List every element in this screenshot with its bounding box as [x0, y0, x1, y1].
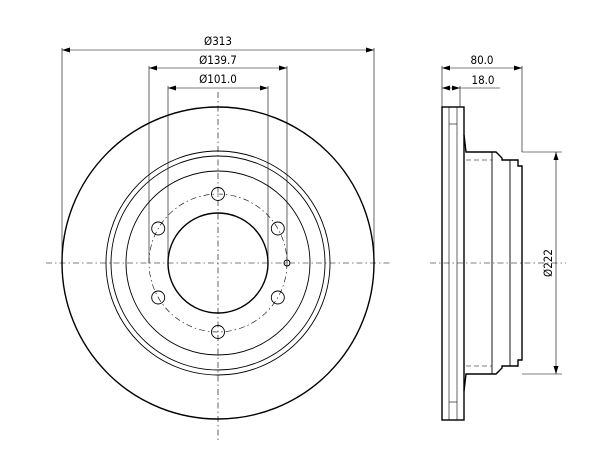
bolt-circle-label: Ø139.7	[199, 53, 237, 67]
bolt-holes	[151, 187, 285, 339]
arrow	[514, 65, 522, 71]
bolt-hole	[270, 290, 285, 305]
arrow	[279, 65, 287, 71]
arrow	[442, 85, 450, 91]
bolt-hole	[151, 221, 166, 236]
hat-profile	[463, 134, 523, 392]
front-view: Ø313 Ø139.7 Ø101.0	[46, 34, 392, 440]
hat-step-edge	[125, 170, 311, 356]
arrow	[149, 65, 157, 71]
hat-diameter-label: Ø222	[541, 249, 555, 277]
side-view: 80.0 18.0 Ø222	[430, 53, 566, 421]
friction-ring-inner-edge	[105, 150, 331, 376]
arrow	[442, 65, 450, 71]
arrow	[62, 47, 70, 53]
bolt-hole	[211, 325, 225, 339]
thickness-label: 18.0	[471, 73, 494, 87]
arrow	[452, 85, 460, 91]
arrow	[366, 47, 374, 53]
center-bore-label: Ø101.0	[199, 72, 237, 86]
bolt-hole	[151, 290, 166, 305]
arrow	[553, 366, 559, 374]
outer-diameter-label: Ø313	[204, 34, 232, 48]
arrow	[168, 85, 176, 91]
bolt-hole	[270, 221, 285, 236]
friction-ring	[441, 106, 465, 421]
arrow	[553, 152, 559, 160]
hat-outer-edge	[110, 155, 326, 371]
total-height-label: 80.0	[470, 53, 493, 67]
bolt-hole	[211, 187, 225, 201]
arrow	[260, 85, 268, 91]
